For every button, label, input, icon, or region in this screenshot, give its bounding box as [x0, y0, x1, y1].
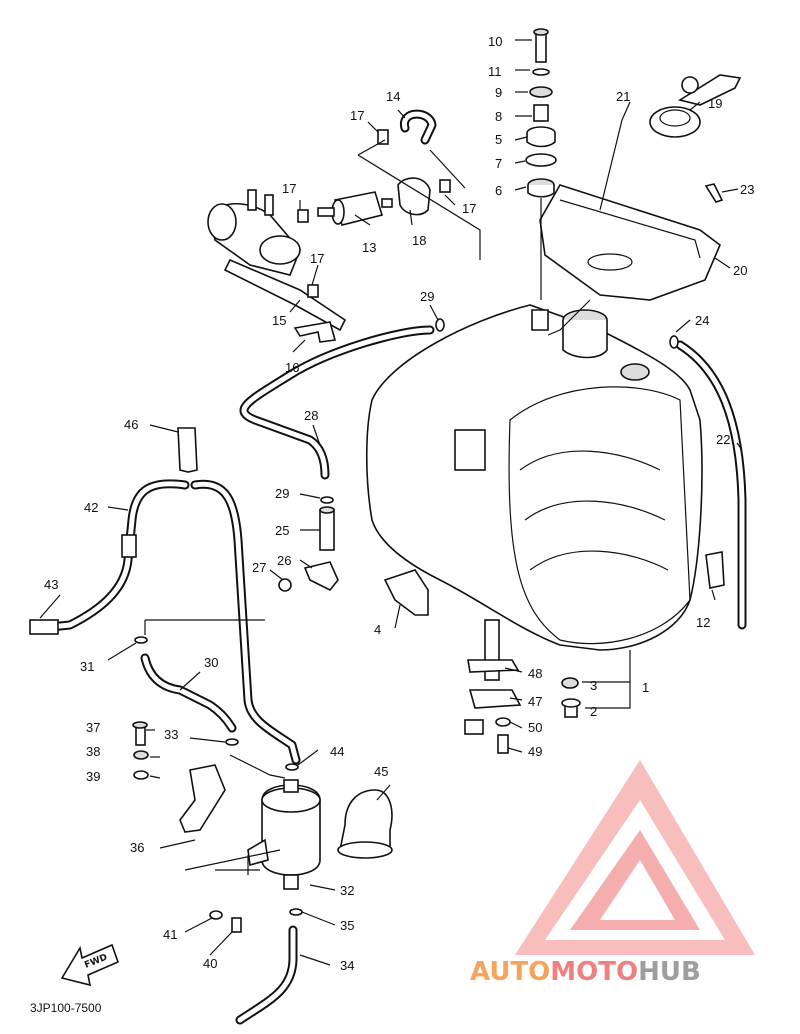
- callout-13: 13: [362, 240, 376, 255]
- callout-25: 25: [275, 523, 289, 538]
- callout-6: 6: [495, 183, 502, 198]
- fitting-25: [278, 506, 339, 592]
- bracket-36: [179, 764, 226, 833]
- callout-2: 2: [590, 704, 597, 719]
- hose-34: [235, 925, 298, 1025]
- callout-12: 12: [696, 615, 710, 630]
- callout-49: 49: [528, 744, 542, 759]
- callout-15: 15: [272, 313, 286, 328]
- callout-44: 44: [330, 744, 344, 759]
- callout-32: 32: [340, 883, 354, 898]
- callout-38: 38: [86, 744, 100, 759]
- callout-24: 24: [695, 313, 709, 328]
- callout-17a: 17: [350, 108, 364, 123]
- callout-29b: 29: [275, 486, 289, 501]
- watermark-logo: [515, 760, 755, 955]
- fwd-arrow-icon: FWD: [60, 943, 120, 987]
- fuel-filter: [247, 779, 321, 890]
- callout-40: 40: [203, 956, 217, 971]
- callout-10: 10: [488, 34, 502, 49]
- callout-29a: 29: [420, 289, 434, 304]
- callout-17c: 17: [310, 251, 324, 266]
- callout-28: 28: [304, 408, 318, 423]
- small-fasteners: [132, 183, 724, 933]
- fuel-cock: [464, 619, 522, 754]
- callout-31: 31: [80, 659, 94, 674]
- callout-5: 5: [495, 132, 502, 147]
- callout-21: 21: [616, 89, 630, 104]
- watermark-part3: HUB: [638, 957, 701, 987]
- fuel-cap: [649, 74, 742, 138]
- fuel-tank: [365, 304, 703, 651]
- callout-36: 36: [130, 840, 144, 855]
- callout-22: 22: [716, 432, 730, 447]
- callout-33: 33: [164, 727, 178, 742]
- callout-9: 9: [495, 85, 502, 100]
- callout-35: 35: [340, 918, 354, 933]
- hose-30: [140, 653, 237, 733]
- callout-20: 20: [733, 263, 747, 278]
- cover-45: [337, 789, 393, 859]
- bolt-stack: [525, 28, 557, 198]
- callout-48: 48: [528, 666, 542, 681]
- callout-7: 7: [495, 156, 502, 171]
- callout-23: 23: [740, 182, 754, 197]
- callout-34: 34: [340, 958, 354, 973]
- callout-39: 39: [86, 769, 100, 784]
- leader-lines: [39, 39, 743, 966]
- callout-50: 50: [528, 720, 542, 735]
- callout-labels: 1234567891011121314151617171717181920212…: [44, 34, 754, 973]
- callout-47: 47: [528, 694, 542, 709]
- callout-16: 16: [285, 360, 299, 375]
- callout-3: 3: [590, 678, 597, 693]
- callout-43: 43: [44, 577, 58, 592]
- part-code: 3JP100-7500: [30, 1001, 102, 1015]
- clip-12: [705, 551, 725, 589]
- callout-17d: 17: [462, 201, 476, 216]
- callout-46: 46: [124, 417, 138, 432]
- hose-42: [29, 479, 190, 635]
- callout-14: 14: [386, 89, 400, 104]
- bracket-4: [383, 569, 429, 616]
- callout-27: 27: [252, 560, 266, 575]
- callout-30: 30: [204, 655, 218, 670]
- clip-46: [177, 427, 198, 473]
- callout-18: 18: [412, 233, 426, 248]
- callout-45: 45: [374, 764, 388, 779]
- watermark-part1: AUTO: [470, 957, 550, 987]
- callout-37: 37: [86, 720, 100, 735]
- callout-26: 26: [277, 553, 291, 568]
- hose-28: [239, 325, 435, 480]
- callout-8: 8: [495, 109, 502, 124]
- bolts-2-3: [561, 677, 581, 718]
- hose-22: [675, 340, 747, 630]
- callout-11: 11: [488, 64, 502, 79]
- callout-4: 4: [374, 622, 381, 637]
- callout-19: 19: [708, 96, 722, 111]
- callout-17b: 17: [282, 181, 296, 196]
- callout-41: 41: [163, 927, 177, 942]
- callout-42: 42: [84, 500, 98, 515]
- watermark-part2: MOTO: [550, 957, 638, 987]
- tank-cover: [539, 184, 721, 301]
- fuel-pump-assembly: [207, 109, 481, 343]
- watermark-text: AUTOMOTOHUB: [470, 957, 701, 987]
- callout-1: 1: [642, 680, 649, 695]
